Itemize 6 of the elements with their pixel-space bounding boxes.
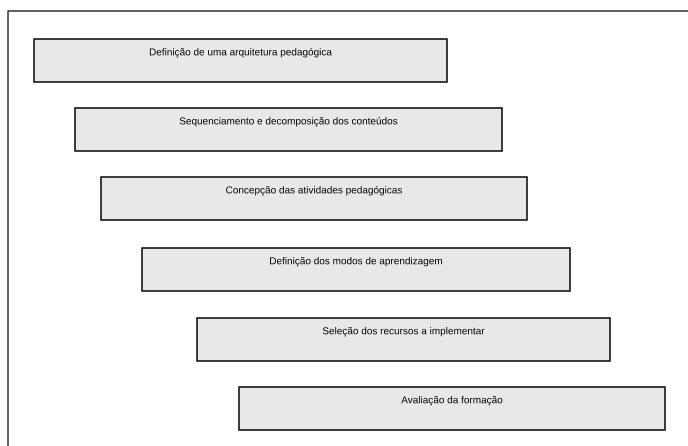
step-box: Definição de uma arquitetura pedagógica	[33, 38, 448, 83]
step-box: Avaliação da formação	[238, 386, 666, 431]
step-box: Sequenciamento e decomposição dos conteúdos	[74, 107, 503, 152]
step-box: Concepção das atividades pedagógicas	[100, 176, 528, 221]
step-box: Seleção dos recursos a implementar	[196, 317, 611, 362]
step-box: Definição dos modos de aprendizagem	[141, 247, 571, 292]
